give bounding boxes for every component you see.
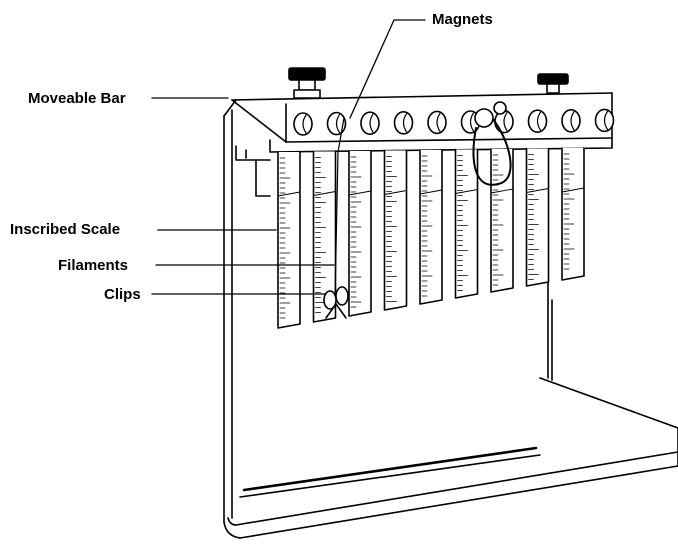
knob-right-icon [537,73,569,94]
knob-left-icon [288,67,326,99]
label-moveable-bar: Moveable Bar [28,90,126,107]
label-magnets: Magnets [432,11,493,28]
magnet-hole-icon [561,109,581,133]
clip-icon [323,101,507,319]
label-inscribed-scale: Inscribed Scale [10,221,121,238]
inscribed-scale-strip [419,149,443,305]
magnet-hole-icon [360,111,380,135]
label-filaments: Filaments [58,257,129,274]
magnet-hole-icon [427,110,447,135]
inscribed-scale-strip [525,147,550,287]
inscribed-scale-strip [348,150,372,317]
inscribed-scale-strip [312,150,337,323]
inscribed-scale-strip [454,148,479,299]
filament [334,117,512,301]
back-panel [223,99,553,523]
leader-lines [151,19,426,295]
inscribed-scale-strip [383,149,408,311]
magnet-hole-icon [293,112,313,136]
magnet-hole-icon [326,111,347,136]
magnet-hole-icon [527,109,548,133]
magnet-hole-icon [393,111,414,135]
base-plate [223,377,678,539]
leader-magnets [349,19,426,119]
magnet-row [293,108,615,136]
label-clips: Clips [104,286,141,303]
inscribed-scale-strip [277,151,301,329]
magnet-hole-icon [594,108,615,133]
inscribed-scale-strip [561,147,585,281]
